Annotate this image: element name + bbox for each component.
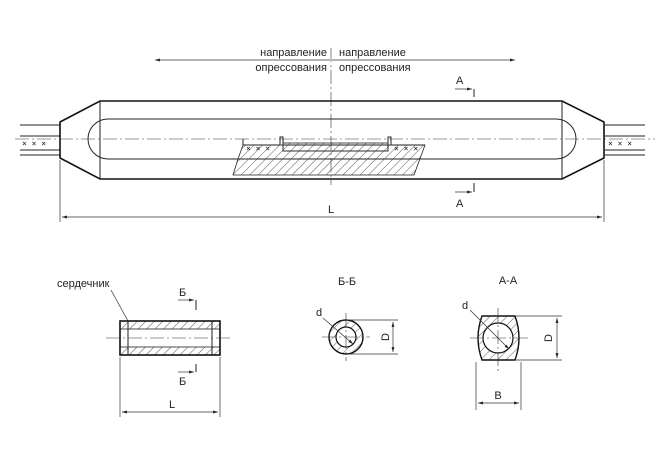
dimension-length-main: L: [59, 160, 605, 222]
direction-label-left-line1: направление: [260, 47, 327, 59]
section-bb: Б-Б d D: [316, 276, 398, 361]
core-cutaway: × × × × × ×: [232, 136, 426, 176]
section-aa-title: А-А: [499, 275, 518, 287]
left-conductor: × × ×: [20, 124, 60, 156]
section-mark-a-top: А: [455, 75, 475, 97]
section-bb-title: Б-Б: [338, 276, 356, 288]
length-label-core: L: [169, 399, 175, 411]
svg-text:D: D: [543, 334, 555, 342]
direction-label-right-line2: опрессования: [339, 62, 411, 74]
section-bb-outer-diameter: D: [346, 319, 398, 355]
conductor-marks-core-right: × × ×: [394, 144, 418, 153]
section-aa-height-dimension: D: [515, 315, 562, 361]
svg-text:Б: Б: [179, 376, 186, 388]
sleeve-outline: [59, 100, 605, 180]
section-mark-a-bottom: А: [455, 183, 475, 210]
core-leader-line: [110, 289, 129, 322]
section-mark-b-top: Б: [178, 287, 197, 310]
section-bb-inner-diameter: d: [316, 307, 354, 345]
svg-text:Б: Б: [179, 287, 186, 299]
svg-text:А: А: [456, 75, 464, 87]
section-aa-inner-diameter: d: [462, 300, 510, 350]
section-mark-b-bottom: Б: [178, 364, 197, 388]
svg-text:d: d: [462, 300, 468, 312]
core-view: сердечник Б Б L: [57, 278, 232, 417]
length-label-main: L: [328, 204, 334, 216]
svg-text:А: А: [456, 198, 464, 210]
conductor-marks-right: × × ×: [608, 139, 632, 148]
conductor-marks-core-left: × × ×: [246, 144, 270, 153]
core-label: сердечник: [57, 278, 110, 290]
dimension-length-core: L: [119, 357, 221, 417]
svg-text:B: B: [494, 390, 501, 402]
svg-text:d: d: [316, 307, 322, 319]
direction-label-left-line2: опрессования: [255, 62, 327, 74]
svg-text:D: D: [380, 333, 392, 341]
main-view: направление опрессования направление опр…: [15, 47, 655, 222]
section-aa: А-А d D B: [462, 275, 562, 410]
right-conductor: × × ×: [605, 124, 645, 156]
conductor-marks-left: × × ×: [22, 139, 46, 148]
section-aa-width-dimension: B: [475, 362, 522, 410]
direction-label-right-line1: направление: [339, 47, 406, 59]
